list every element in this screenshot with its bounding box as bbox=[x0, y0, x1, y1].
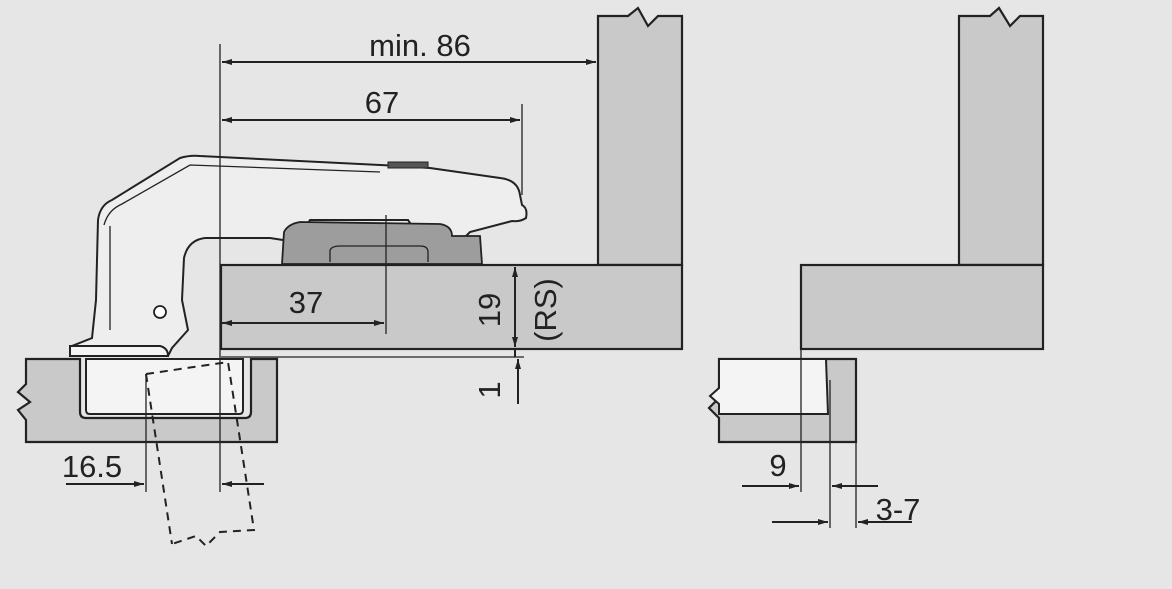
hinge-top-detail bbox=[387, 161, 429, 169]
left-cabinet-panel bbox=[219, 263, 684, 351]
right-assembly: 9 3-7 bbox=[707, 6, 1045, 528]
hinge-arm-inner-line bbox=[103, 164, 381, 226]
right-side-panel bbox=[957, 6, 1045, 267]
hinge-arm bbox=[68, 154, 528, 357]
dim-label-19: 19 bbox=[472, 293, 507, 327]
opened-door-outline-left bbox=[145, 373, 173, 545]
mounting-plate-detail bbox=[329, 245, 429, 262]
cup-flange bbox=[69, 345, 170, 357]
opened-door-outline bbox=[145, 360, 256, 548]
dim-label-1: 1 bbox=[472, 381, 507, 398]
left-assembly: min. 86 67 37 19 (RS) 1 16.5 bbox=[16, 6, 684, 548]
dim-label-9: 9 bbox=[769, 448, 786, 483]
dim-label-67: 67 bbox=[365, 85, 399, 120]
mounting-plate bbox=[281, 221, 483, 265]
right-cabinet-panel bbox=[799, 263, 1045, 351]
hinge-cup bbox=[85, 358, 244, 415]
left-door-panel bbox=[16, 357, 279, 444]
dim-label-min-86: min. 86 bbox=[369, 28, 471, 63]
dim-label-rs: (RS) bbox=[528, 278, 563, 342]
dim-label-3-7: 3-7 bbox=[876, 492, 921, 527]
dim-label-16-5: 16.5 bbox=[62, 449, 122, 484]
dim-label-37: 37 bbox=[289, 285, 323, 320]
right-door-edge-insert bbox=[708, 358, 830, 415]
pivot-screw bbox=[153, 305, 167, 319]
left-side-panel bbox=[596, 6, 684, 267]
